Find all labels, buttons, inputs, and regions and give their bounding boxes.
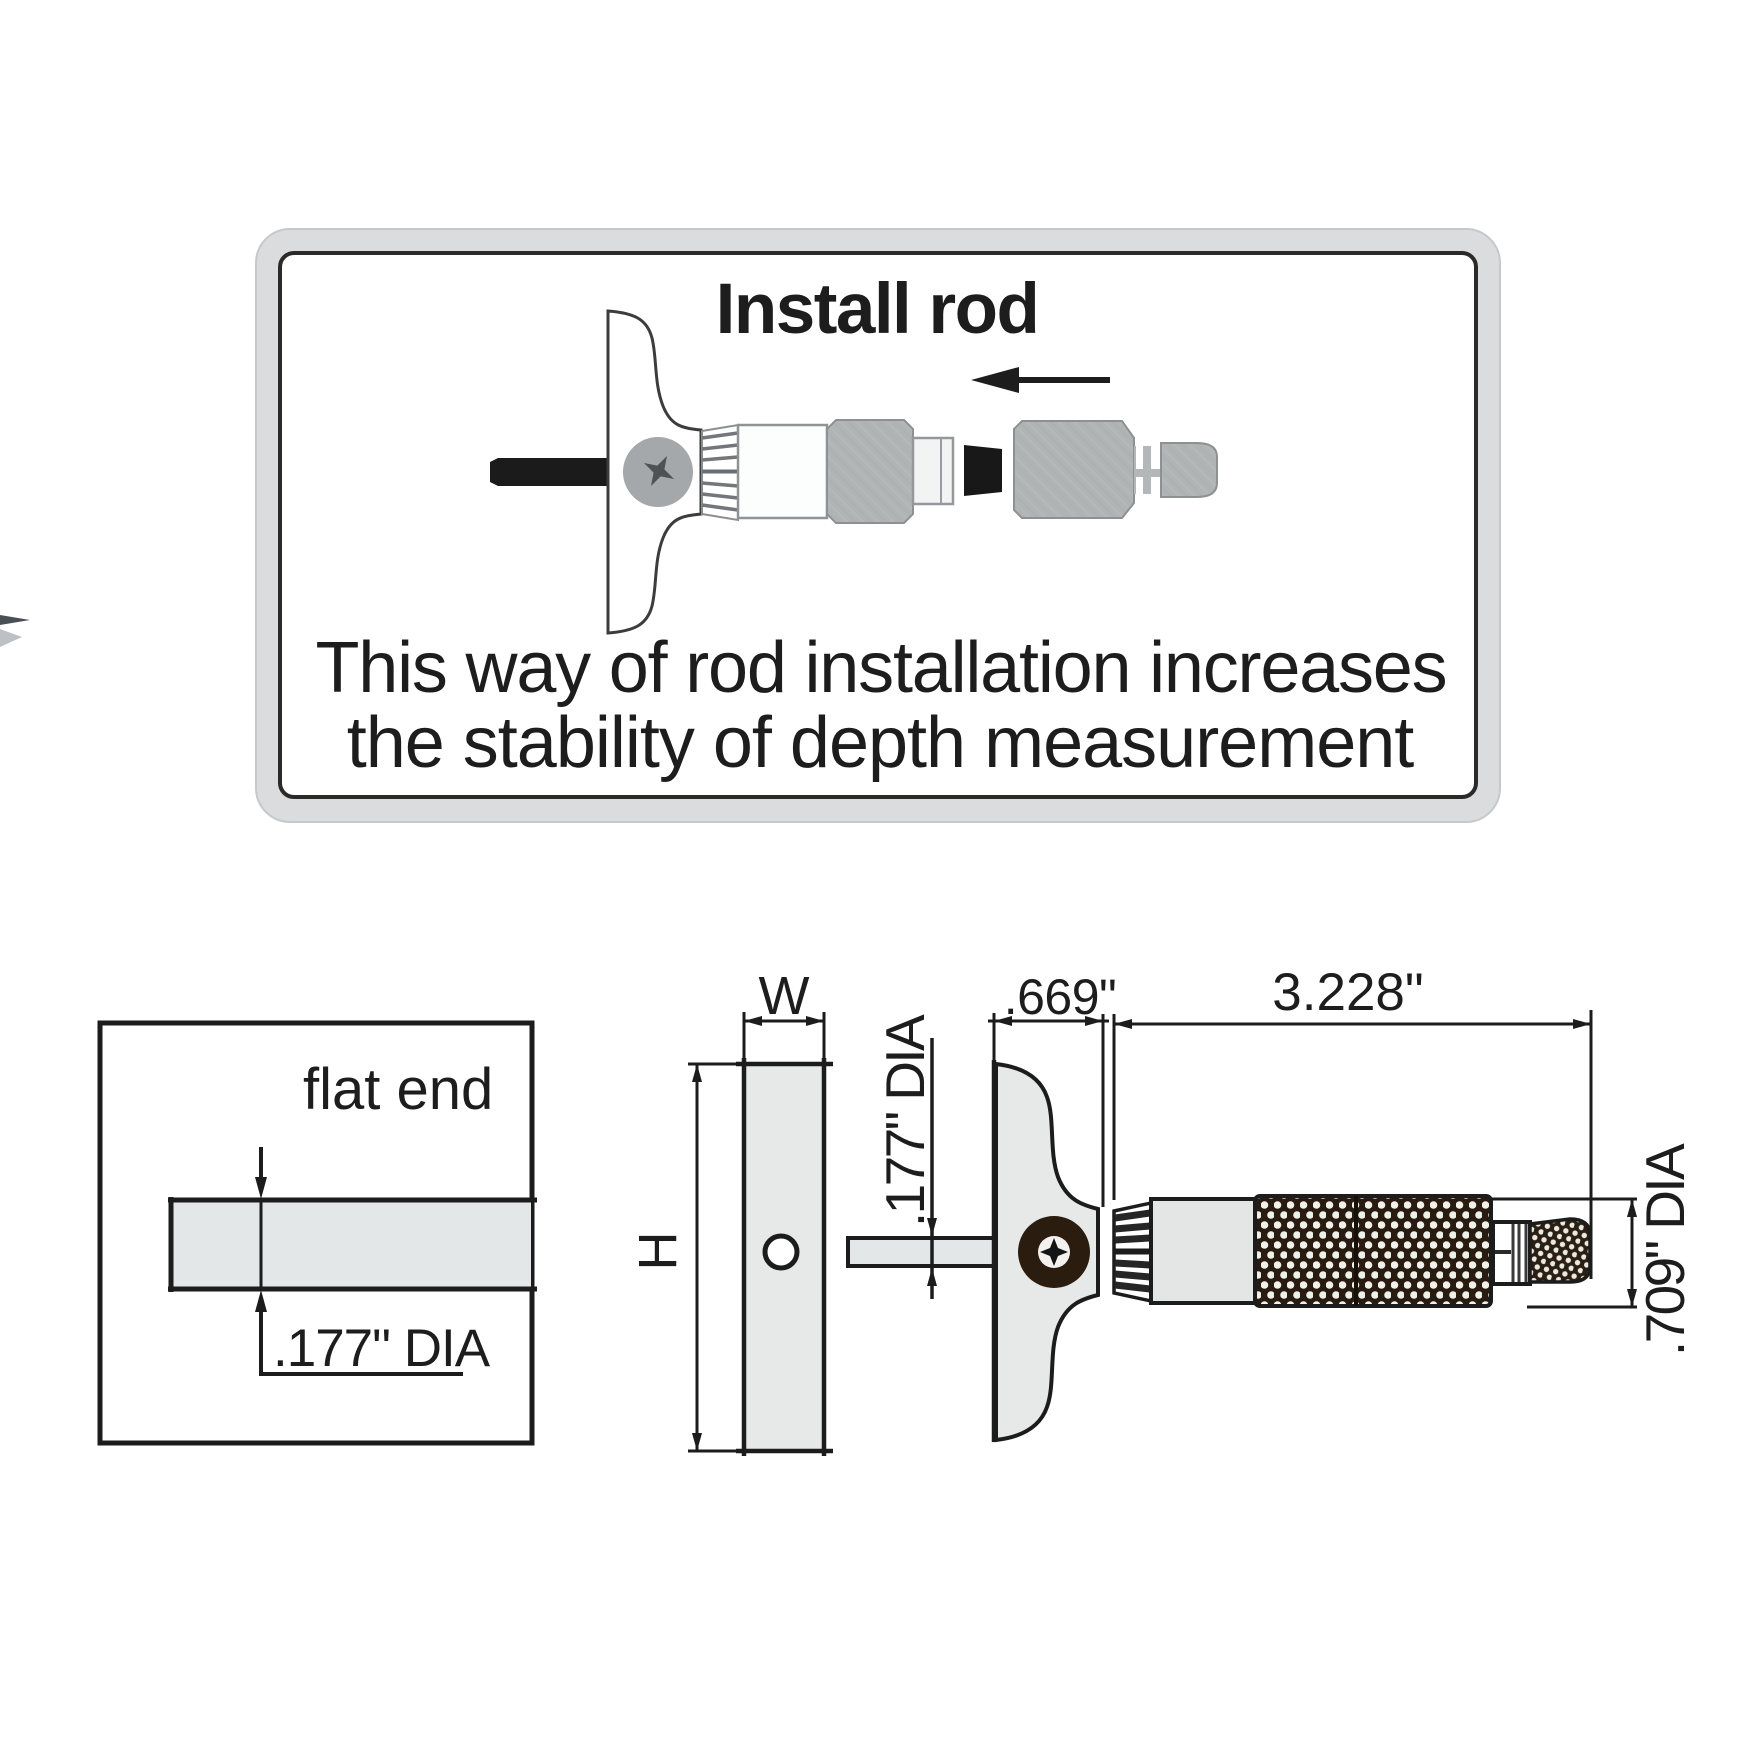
svg-text:.177" DIA: .177" DIA	[273, 1319, 491, 1378]
svg-text:H: H	[628, 1232, 688, 1271]
svg-text:3.228": 3.228"	[1272, 963, 1423, 1022]
svg-text:Install rod: Install rod	[716, 270, 1039, 349]
svg-text:the stability of depth measure: the stability of depth measurement	[347, 703, 1415, 783]
svg-text:This way of rod installation i: This way of rod installation increases	[316, 628, 1447, 708]
svg-text:.669": .669"	[1004, 969, 1117, 1025]
svg-text:.709" DIA: .709" DIA	[1634, 1143, 1696, 1356]
svg-text:.177" DIA: .177" DIA	[874, 1014, 936, 1227]
svg-text:W: W	[759, 966, 810, 1026]
svg-text:flat end: flat end	[303, 1057, 493, 1122]
